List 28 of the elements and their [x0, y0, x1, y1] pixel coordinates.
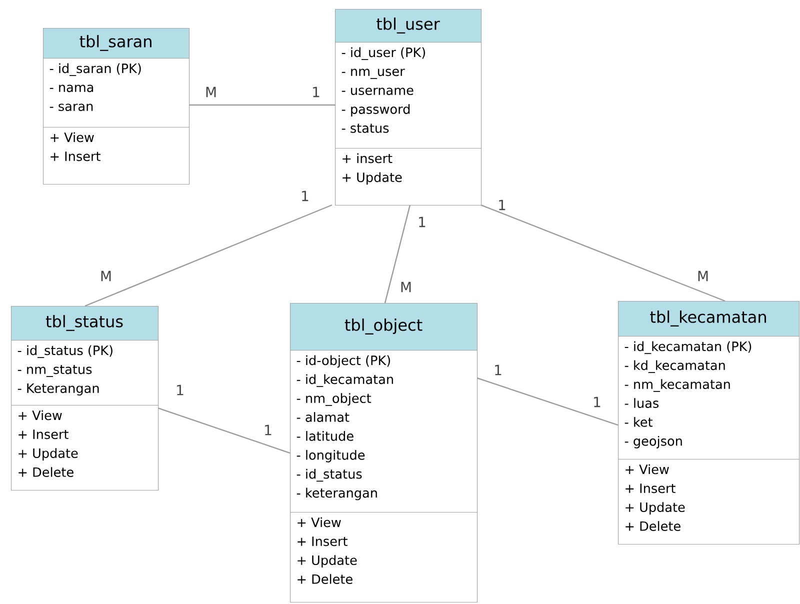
attribute-list: - id-object (PK) - id_kecamatan - nm_object - alamat - latitude - longitude - id_status - keterangan	[290, 350, 478, 513]
method-list: + View + Insert + Update + Delete	[618, 459, 800, 545]
connector-line	[476, 377, 618, 426]
method-list: + View + Insert + Update + Delete	[290, 512, 478, 603]
multiplicity-label: 1	[313, 86, 320, 98]
connector-line	[189, 104, 335, 106]
multiplicity-label: 1	[499, 200, 506, 210]
attribute-list: - id_status (PK) - nm_status - Keterangan	[11, 340, 159, 406]
attribute-list: - id_user (PK) - nm_user - username - password - status	[335, 42, 482, 149]
method-list: + insert + Update	[335, 148, 482, 206]
multiplicity-label: 1	[265, 424, 272, 436]
method-list: + View + Insert	[43, 127, 190, 185]
multiplicity-label: M	[698, 270, 708, 282]
method-list: + View + Insert + Update + Delete	[11, 405, 159, 491]
attribute-list: - id_saran (PK) - nama - saran	[43, 58, 190, 128]
connector-line	[384, 204, 411, 304]
multiplicity-label: 1	[594, 396, 600, 408]
multiplicity-label: 1	[419, 216, 426, 228]
multiplicity-label: M	[401, 282, 411, 292]
connector-line	[158, 407, 290, 454]
multiplicity-label: M	[206, 86, 216, 98]
multiplicity-label: 1	[177, 384, 184, 396]
attribute-list: - id_kecamatan (PK) - kd_kecamatan - nm_kecamatan - luas - ket - geojson	[618, 336, 800, 460]
multiplicity-label: 1	[495, 364, 502, 376]
multiplicity-label: 1	[302, 190, 308, 202]
connector-line	[480, 204, 726, 302]
connector-line	[84, 204, 332, 307]
multiplicity-label: M	[101, 270, 111, 282]
